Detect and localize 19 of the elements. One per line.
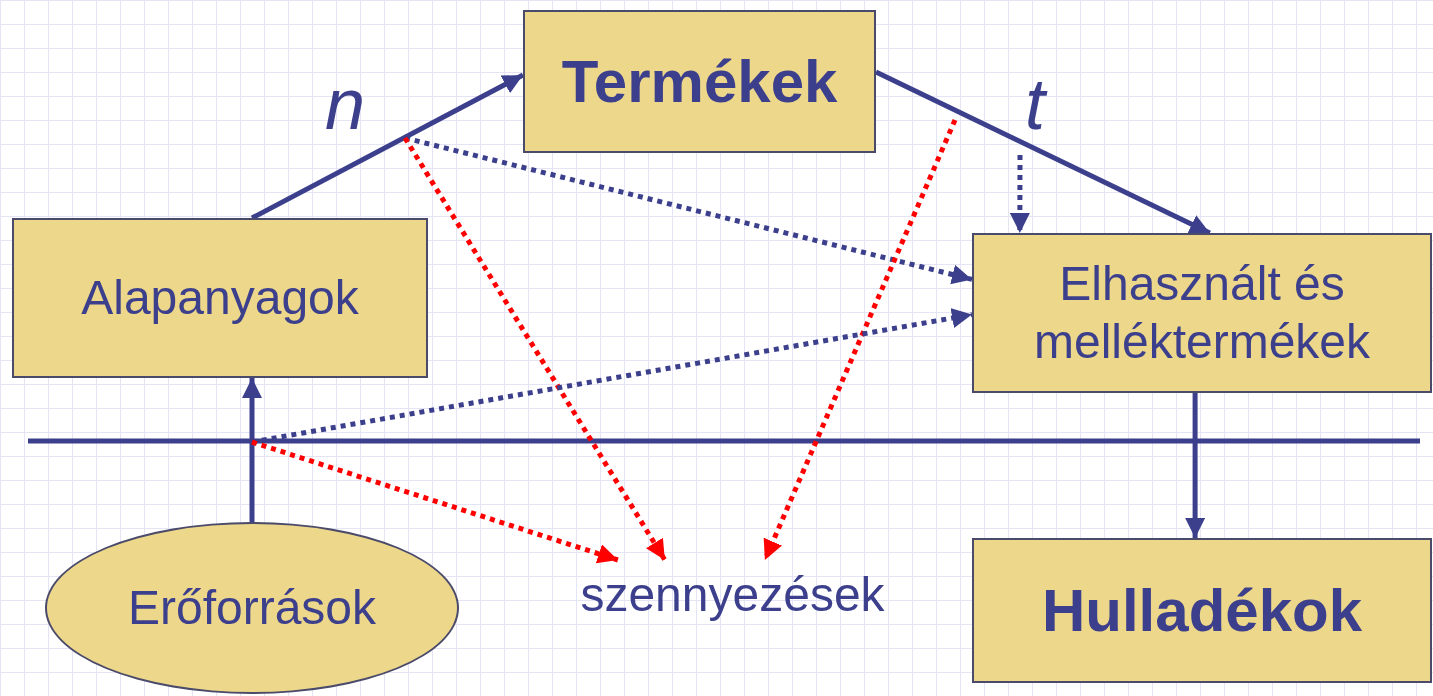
arrow	[250, 72, 525, 221]
process-box	[12, 218, 428, 378]
dotted-arrow	[402, 136, 667, 562]
dotted-arrow	[762, 119, 958, 561]
node-text: Elhasznált és melléktermékek	[1032, 256, 1372, 370]
process-box	[523, 10, 876, 153]
process-box	[972, 538, 1432, 683]
dotted-arrow	[404, 135, 973, 285]
dotted-arrow	[1009, 155, 1030, 233]
process-box	[972, 233, 1432, 393]
node-text: Alapanyagok	[81, 270, 359, 327]
arrow	[1185, 393, 1206, 538]
node-text: Hulladékok	[1041, 575, 1363, 646]
text-label: szennyezések	[580, 567, 885, 624]
node-text: Erőforrások	[127, 580, 377, 637]
edge-label: n	[325, 68, 366, 140]
arrow	[242, 378, 263, 522]
dotted-arrow	[251, 439, 619, 564]
node-text: Termékek	[561, 46, 838, 117]
